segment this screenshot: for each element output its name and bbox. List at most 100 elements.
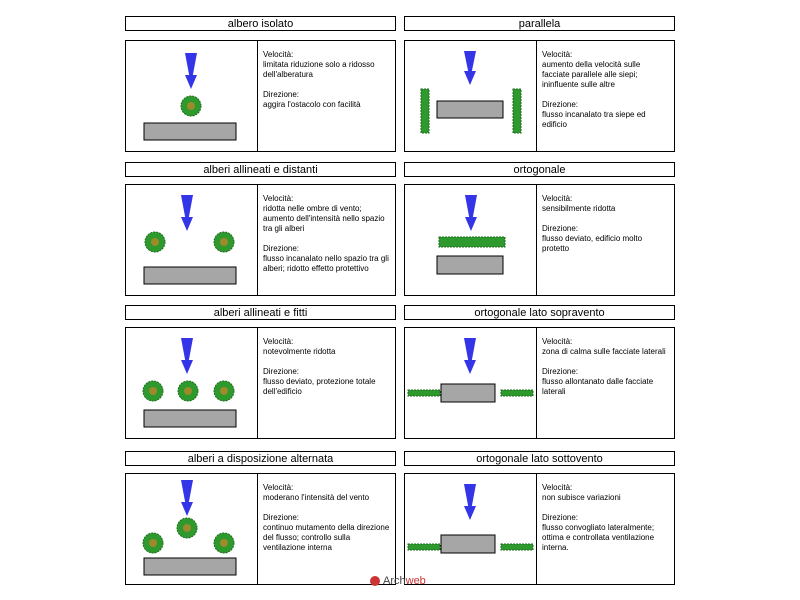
velocity-label: Velocità:	[542, 50, 573, 59]
building-block	[143, 409, 237, 428]
wind-arrow-icon	[464, 338, 476, 374]
panel-description: Velocità:ridotta nelle ombre di vento; a…	[263, 194, 391, 274]
direction-text: flusso deviato, protezione totale dell'e…	[263, 377, 376, 396]
direction-text: flusso convogliato lateralmente; ottima …	[542, 523, 655, 552]
wind-arrow-icon	[181, 480, 193, 516]
hedge-icon	[512, 88, 522, 134]
spacer	[263, 357, 391, 367]
velocity-text: non subisce variazioni	[542, 493, 621, 502]
archweb-mark-icon	[370, 576, 380, 587]
direction-text: flusso incanalato nello spazio tra gli a…	[263, 254, 389, 273]
panel-divider	[536, 474, 537, 584]
hedge-icon	[438, 236, 506, 248]
hedge-icon	[407, 543, 441, 551]
panel-title: ortogonale lato sottovento	[404, 451, 675, 466]
tree-icon	[213, 231, 235, 253]
wind-diagram	[436, 195, 506, 275]
tree-icon	[142, 532, 164, 554]
velocity-label: Velocità:	[263, 483, 294, 492]
hedge-icon	[500, 389, 534, 397]
archweb-logo: Archweb	[370, 575, 426, 587]
tree-icon	[213, 380, 235, 402]
wind-diagram	[420, 51, 522, 134]
hedge-icon	[420, 88, 430, 134]
building-block	[440, 383, 496, 403]
direction-label: Direzione:	[263, 244, 300, 253]
direction-label: Direzione:	[263, 90, 300, 99]
direction-text: flusso allontanato dalle facciate latera…	[542, 377, 654, 396]
tree-icon	[142, 380, 164, 402]
direction-label: Direzione:	[263, 513, 300, 522]
direction-text: flusso incanalato tra siepe ed edificio	[542, 110, 646, 129]
panel-description: Velocità:aumento della velocità sulle fa…	[542, 50, 670, 130]
direction-label: Direzione:	[263, 367, 300, 376]
building-block	[440, 534, 496, 554]
velocity-text: limitata riduzione solo a ridosso dell'a…	[263, 60, 375, 79]
panel-divider	[257, 41, 258, 151]
wind-arrow-icon	[185, 53, 197, 89]
wind-arrow-icon	[181, 338, 193, 374]
building-block	[143, 266, 237, 285]
building-block	[436, 100, 504, 119]
wind-arrow-icon	[465, 195, 477, 231]
direction-label: Direzione:	[542, 224, 579, 233]
building-block	[436, 255, 504, 275]
tree-icon	[144, 231, 166, 253]
spacer	[542, 357, 670, 367]
panel-divider	[257, 328, 258, 438]
spacer	[542, 503, 670, 513]
building-block	[143, 557, 237, 576]
direction-text: aggira l'ostacolo con facilità	[263, 100, 361, 109]
tree-icon	[180, 95, 202, 117]
velocity-label: Velocità:	[263, 337, 294, 346]
direction-text: flusso deviato, edificio molto protetto	[542, 234, 643, 253]
wind-diagram	[142, 480, 237, 576]
tree-icon	[177, 380, 199, 402]
panel-description: Velocità:zona di calma sulle facciate la…	[542, 337, 670, 397]
panel-content: Velocità:limitata riduzione solo a ridos…	[125, 40, 396, 152]
direction-label: Direzione:	[542, 513, 579, 522]
panel-divider	[257, 185, 258, 295]
velocity-text: ridotta nelle ombre di vento; aumento de…	[263, 204, 385, 233]
panel-divider	[536, 328, 537, 438]
direction-label: Direzione:	[542, 367, 579, 376]
velocity-text: aumento della velocità sulle facciate pa…	[542, 60, 641, 89]
panel-title: alberi allineati e fitti	[125, 305, 396, 320]
panel-content: Velocità:aumento della velocità sulle fa…	[404, 40, 675, 152]
wind-diagram	[143, 195, 237, 285]
hedge-icon	[407, 389, 441, 397]
wind-arrow-icon	[464, 484, 476, 520]
spacer	[263, 234, 391, 244]
panel-divider	[536, 41, 537, 151]
velocity-label: Velocità:	[542, 483, 573, 492]
wind-diagram	[407, 484, 534, 554]
velocity-text: sensibilmente ridotta	[542, 204, 616, 213]
panel-title: parallela	[404, 16, 675, 31]
velocity-label: Velocità:	[542, 194, 573, 203]
velocity-label: Velocità:	[263, 194, 294, 203]
velocity-text: zona di calma sulle facciate laterali	[542, 347, 666, 356]
panel-description: Velocità:limitata riduzione solo a ridos…	[263, 50, 391, 110]
panel-title: ortogonale lato sopravento	[404, 305, 675, 320]
panel-content: Velocità:ridotta nelle ombre di vento; a…	[125, 184, 396, 296]
wind-diagram	[143, 53, 237, 141]
panel-content: Velocità:zona di calma sulle facciate la…	[404, 327, 675, 439]
spacer	[542, 90, 670, 100]
wind-arrow-icon	[464, 51, 476, 85]
panel-title: albero isolato	[125, 16, 396, 31]
building-block	[143, 122, 237, 141]
panel-title: ortogonale	[404, 162, 675, 177]
wind-diagram	[142, 338, 237, 428]
panel-divider	[257, 474, 258, 584]
spacer	[263, 80, 391, 90]
panel-title: alberi allineati e distanti	[125, 162, 396, 177]
wind-arrow-icon	[181, 195, 193, 231]
spacer	[542, 214, 670, 224]
